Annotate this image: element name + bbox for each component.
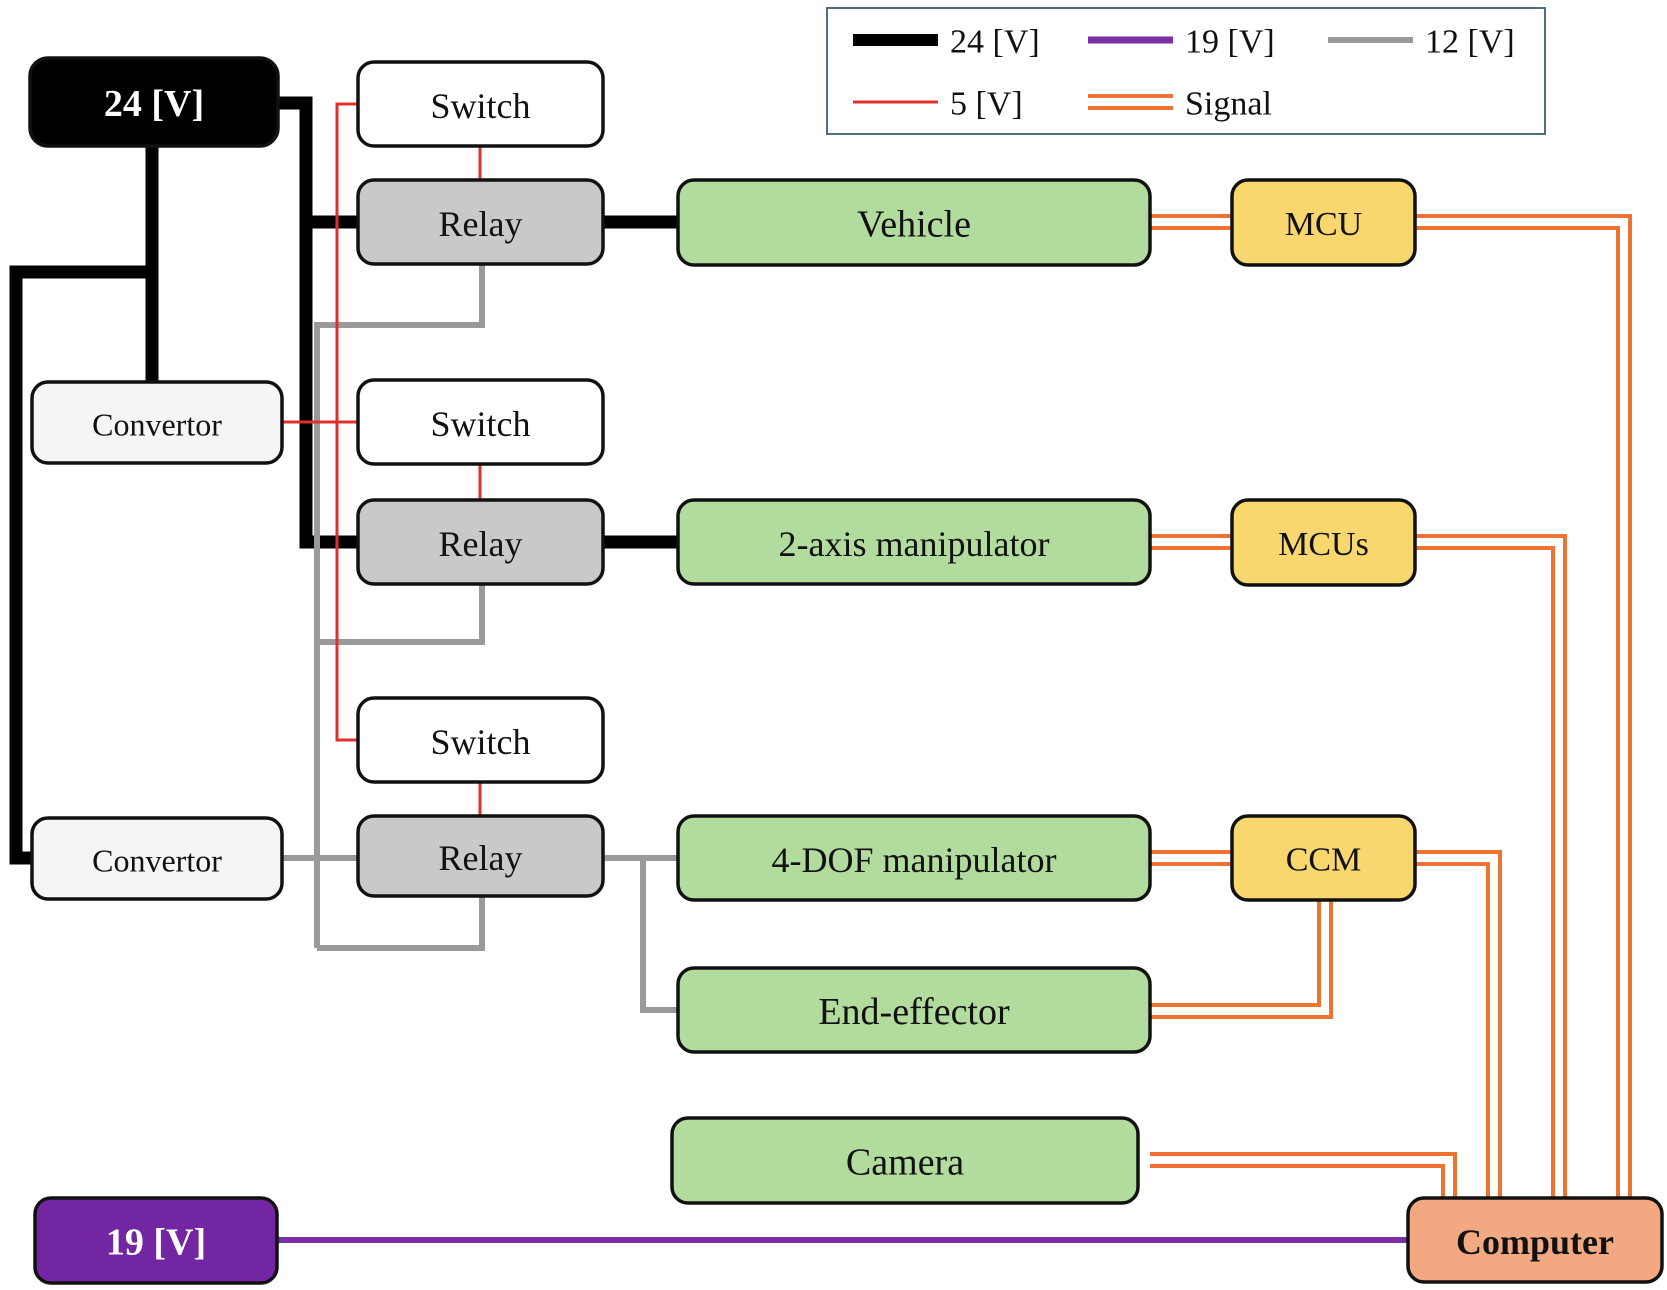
legend-5v-label: 5 [V] [950, 86, 1023, 123]
wire-24v-left-to-convertor2 [9, 265, 152, 865]
node-convertor-1: Convertor [30, 380, 284, 465]
switch-1-label: Switch [430, 86, 530, 126]
node-relay-2: Relay [356, 498, 605, 586]
node-vehicle: Vehicle [676, 178, 1152, 267]
node-camera: Camera [670, 1116, 1140, 1205]
vehicle-box [676, 178, 1152, 267]
wire-24v-bus [278, 96, 358, 549]
node-switch-1: Switch [356, 60, 605, 148]
legend-24v-label: 24 [V] [950, 24, 1040, 61]
legend-signal-label: Signal [1185, 86, 1272, 123]
node-end-effector: End-effector [676, 966, 1152, 1054]
legend-12v-label: 12 [V] [1425, 24, 1515, 61]
wire-relay1-12v-drop [317, 264, 485, 328]
manipulator-4dof-label: 4-DOF manipulator [772, 840, 1057, 880]
convertor-2-label: Convertor [92, 843, 222, 879]
mcu-label: MCU [1285, 206, 1362, 243]
node-mcu: MCU [1230, 178, 1417, 267]
vehicle-label: Vehicle [857, 204, 971, 246]
legend-19v-label: 19 [V] [1185, 24, 1275, 61]
mcus-box [1230, 498, 1417, 587]
manipulator-2axis-label: 2-axis manipulator [779, 524, 1050, 564]
switch-2-label: Switch [430, 404, 530, 444]
manipulator-2axis-box [676, 498, 1152, 586]
legend-19v: 19 [V] [1088, 24, 1275, 61]
relay-1-label: Relay [439, 204, 523, 244]
switch-1-box [356, 60, 605, 148]
ccm-box [1230, 814, 1417, 902]
node-switch-3: Switch [356, 696, 605, 784]
convertor-1-box [30, 380, 284, 465]
relay-2-label: Relay [439, 524, 523, 564]
source-19v-label: 19 [V] [106, 1222, 206, 1264]
camera-box [670, 1116, 1140, 1205]
signal-mcus-computer-b [1415, 546, 1555, 1198]
legend-12v: 12 [V] [1328, 24, 1515, 61]
node-ccm: CCM [1230, 814, 1417, 902]
source-19v-box [33, 1196, 279, 1285]
legend [826, 7, 1546, 135]
camera-label: Camera [846, 1142, 964, 1184]
signal-mcus-computer-a [1415, 534, 1567, 1198]
legend-5v: 5 [V] [853, 86, 1023, 123]
source-24v-label: 24 [V] [104, 83, 204, 125]
legend-24v: 24 [V] [853, 24, 1040, 61]
wire-relay2-12v-drop [317, 584, 485, 645]
node-relay-3: Relay [356, 814, 605, 898]
manipulator-4dof-box [676, 814, 1152, 902]
signal-ccm-endeffector-a [1150, 900, 1321, 1007]
convertor-1-label: Convertor [92, 407, 222, 443]
switch-3-box [356, 696, 605, 784]
computer-label: Computer [1456, 1222, 1614, 1262]
computer-box [1406, 1196, 1664, 1284]
relay-2-box [356, 498, 605, 586]
node-manipulator-4dof: 4-DOF manipulator [676, 814, 1152, 902]
node-source-24v: 24 [V] [28, 56, 280, 148]
switch-3-label: Switch [430, 722, 530, 762]
legend-signal: Signal [1088, 86, 1272, 123]
mcus-label: MCUs [1278, 526, 1369, 563]
ccm-label: CCM [1286, 842, 1362, 879]
wire-relay3-to-endeffector [640, 858, 678, 1013]
signal-ccm-computer-b [1415, 862, 1490, 1198]
convertor-2-box [30, 816, 284, 901]
relay-3-box [356, 814, 605, 898]
signal-mcu-computer-a [1415, 214, 1632, 1198]
signal-camera-computer-b [1150, 1164, 1445, 1198]
source-24v-box [28, 56, 280, 148]
node-convertor-2: Convertor [30, 816, 284, 901]
signal-camera-computer-a [1150, 1152, 1457, 1198]
node-switch-2: Switch [356, 378, 605, 466]
node-computer: Computer [1406, 1196, 1664, 1284]
node-manipulator-2axis: 2-axis manipulator [676, 498, 1152, 586]
end-effector-box [676, 966, 1152, 1054]
end-effector-label: End-effector [818, 991, 1010, 1033]
signal-ccm-endeffector-b [1150, 900, 1333, 1019]
mcu-box [1230, 178, 1417, 267]
relay-1-box [356, 178, 605, 266]
wire-relay3-12v-drop [317, 896, 485, 951]
signal-ccm-computer-a [1415, 850, 1502, 1198]
node-source-19v: 19 [V] [33, 1196, 279, 1285]
switch-2-box [356, 378, 605, 466]
legend-box [826, 7, 1546, 135]
node-relay-1: Relay [356, 178, 605, 266]
signal-mcu-computer-b [1415, 226, 1620, 1198]
node-mcus: MCUs [1230, 498, 1417, 587]
relay-3-label: Relay [439, 838, 523, 878]
